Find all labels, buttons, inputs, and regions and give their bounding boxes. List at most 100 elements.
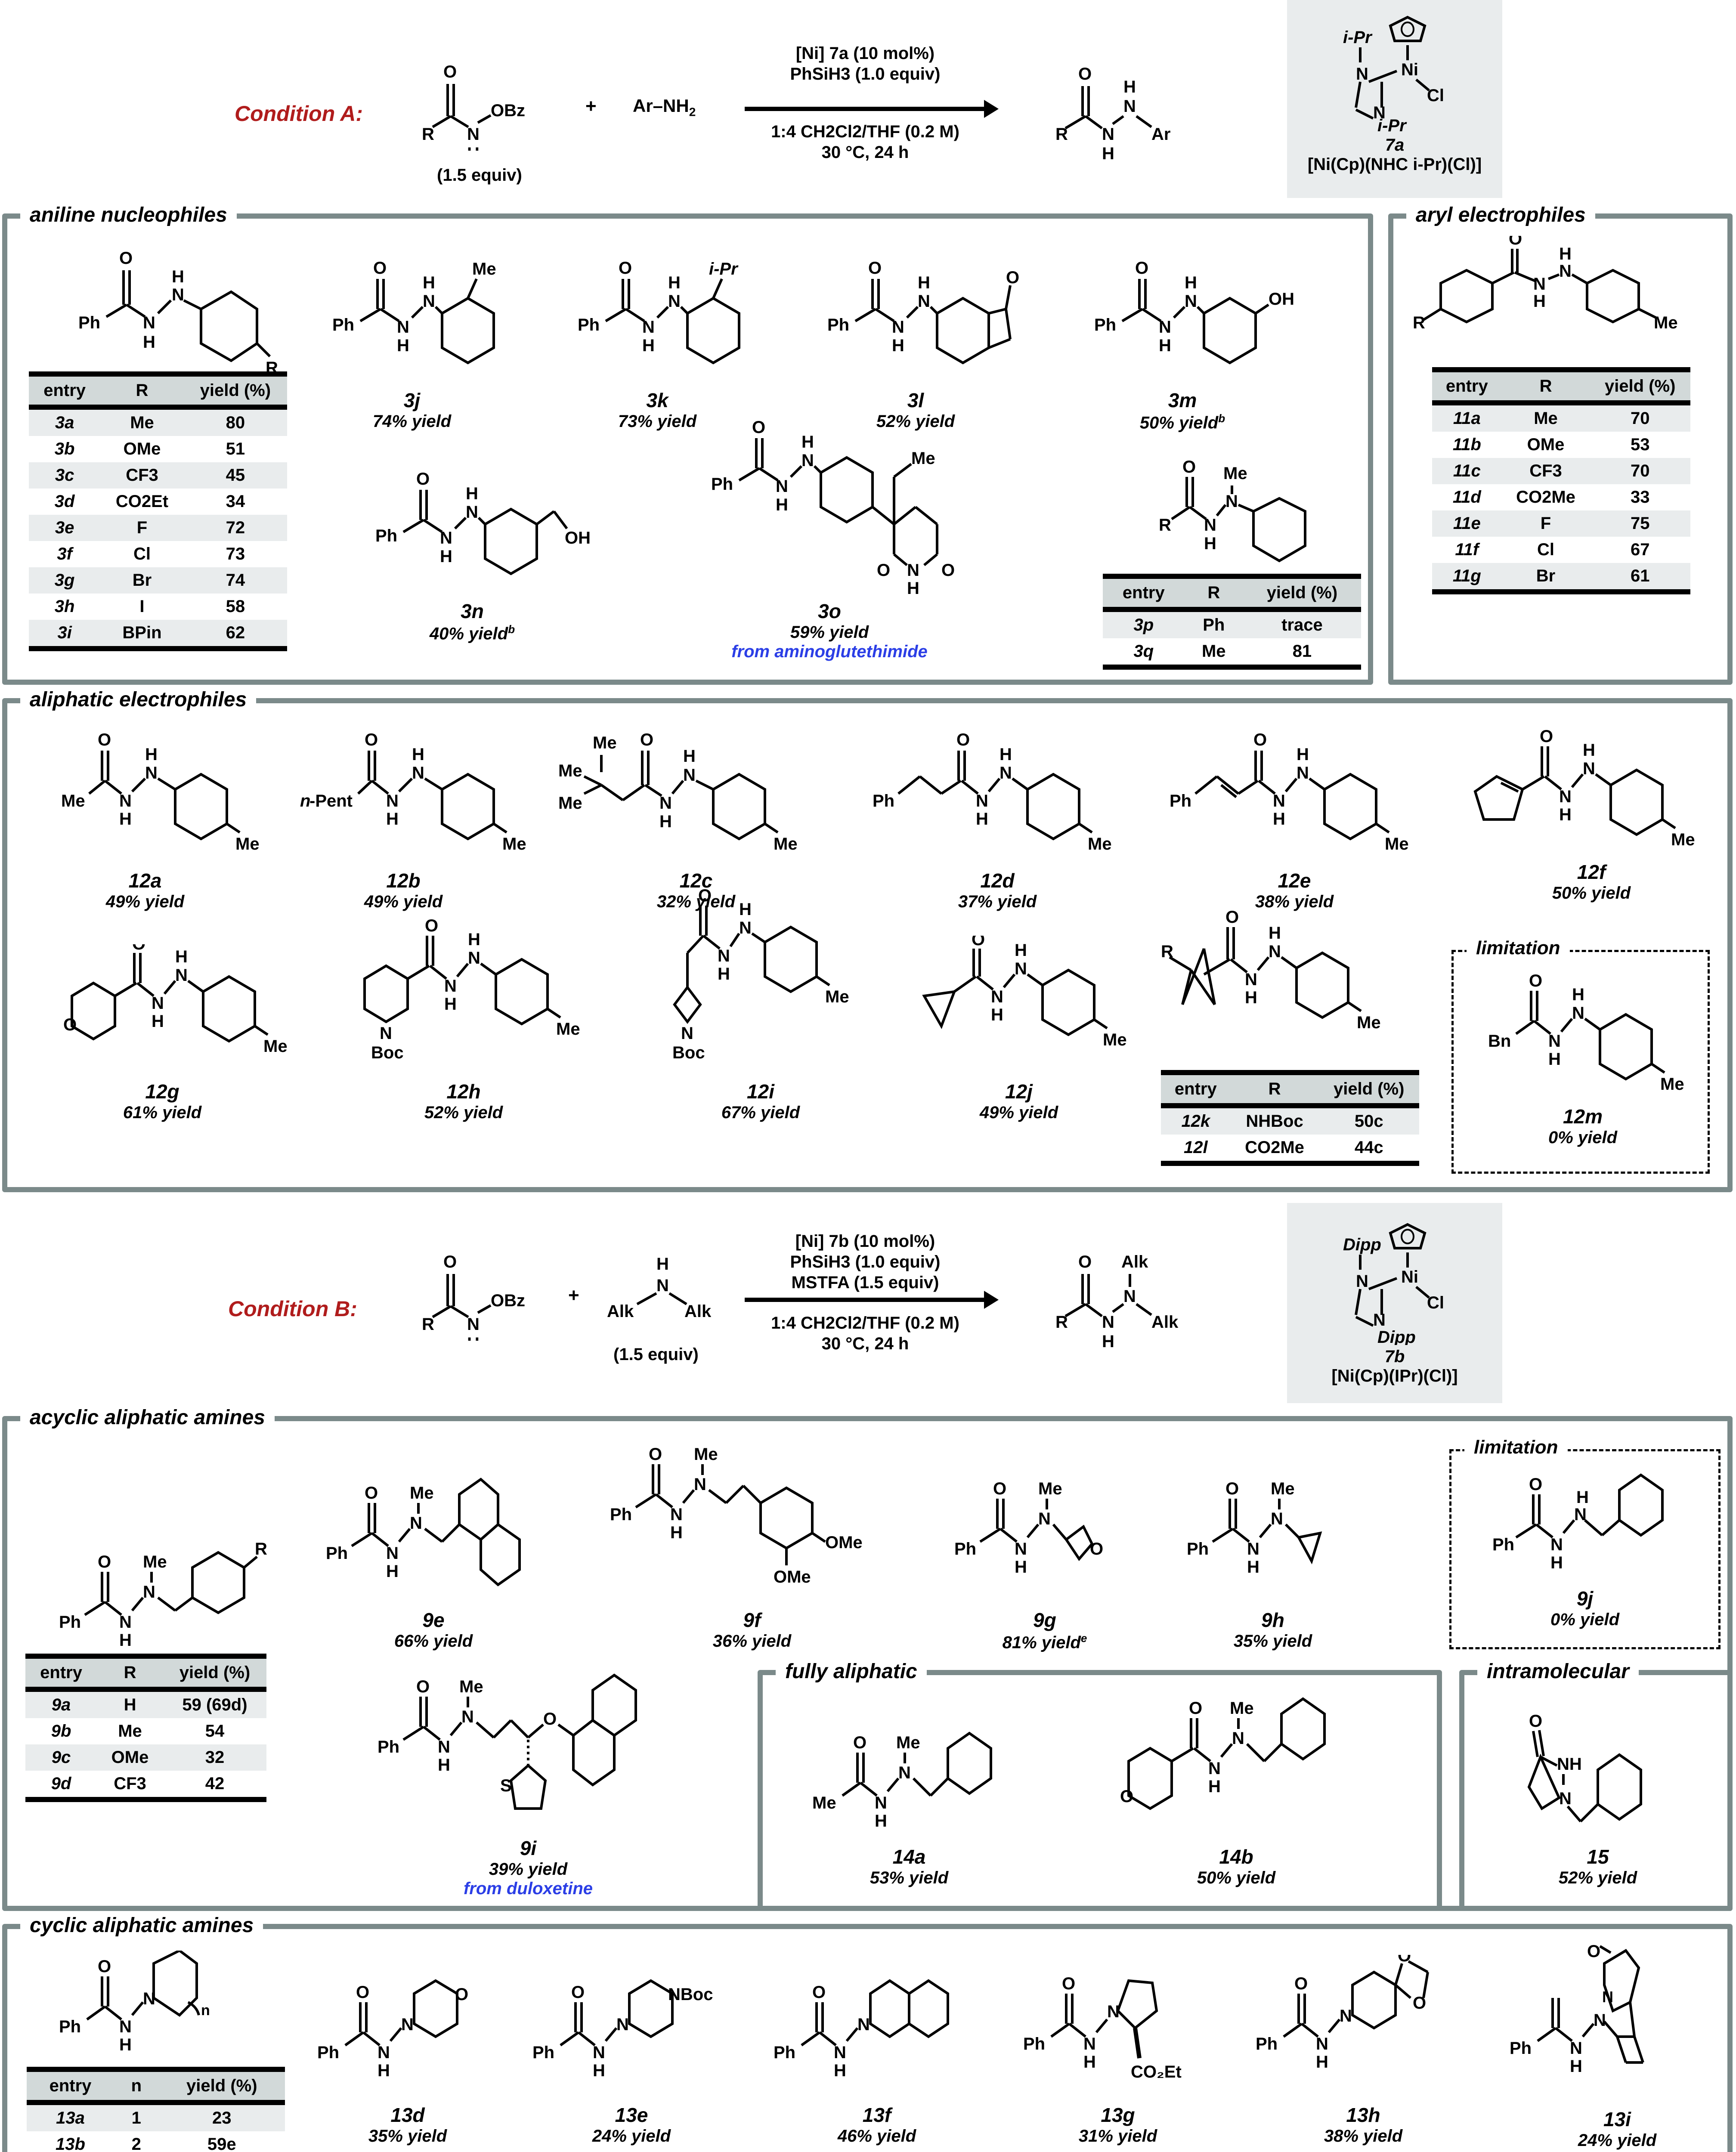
reactant1-equiv: (1.5 equiv): [437, 166, 522, 185]
svg-text:Me: Me: [1038, 1479, 1062, 1498]
svg-text:N: N: [397, 318, 409, 337]
svg-text:O: O: [416, 1677, 430, 1696]
drug-source-note: from cytisine: [1501, 2150, 1733, 2152]
svg-text:O: O: [543, 1710, 557, 1728]
compound-id: 12i: [747, 1080, 774, 1103]
svg-text:O: O: [956, 730, 970, 749]
silane-reagent: PhSiH3 (1.0 equiv): [790, 1252, 941, 1271]
compound-id: 12j: [1005, 1080, 1033, 1103]
svg-text:O: O: [1509, 236, 1522, 248]
svg-text:O: O: [356, 1983, 369, 2002]
compound-id: 12m: [1563, 1105, 1603, 1128]
svg-text:O: O: [853, 1733, 866, 1752]
compound-yield: 49% yield: [979, 1103, 1058, 1122]
col-entry: entry: [1432, 367, 1502, 405]
svg-text:N: N: [1316, 2035, 1328, 2053]
svg-text:O: O: [425, 916, 438, 935]
svg-text:N: N: [119, 1613, 132, 1632]
catalyst-7a-formula: [Ni(Cp)(NHC i-Pr)(Cl)]: [1307, 155, 1482, 174]
svg-text:O: O: [1090, 1540, 1103, 1558]
svg-text:Ph: Ph: [1094, 315, 1116, 334]
svg-text:Ph: Ph: [78, 313, 100, 332]
svg-text:N: N: [1038, 1509, 1051, 1528]
svg-text:Ni: Ni: [1401, 1268, 1418, 1286]
svg-text:Me: Me: [1385, 835, 1409, 853]
svg-text:Ph: Ph: [774, 2043, 795, 2062]
svg-text:H: H: [1570, 2057, 1582, 2076]
compound-id: 12f: [1577, 861, 1606, 883]
svg-text:O: O: [1413, 1994, 1426, 2013]
compound-id: 12c: [679, 869, 713, 892]
svg-text:N: N: [1340, 2007, 1352, 2025]
svg-text:H: H: [1572, 985, 1584, 1004]
svg-text:H: H: [892, 336, 904, 355]
svg-text:Cl: Cl: [1427, 86, 1444, 105]
svg-text:N: N: [119, 792, 132, 810]
svg-text:Ni: Ni: [1401, 60, 1418, 79]
panel-title: fully aliphatic: [776, 1660, 927, 1683]
compound-id: 3j: [403, 389, 421, 411]
svg-text:N: N: [1247, 1540, 1259, 1558]
svg-text:O: O: [98, 1957, 111, 1976]
catalyst-loading: [Ni] 7a (10 mol%): [795, 44, 935, 63]
svg-text:H: H: [1533, 292, 1546, 311]
svg-text:H: H: [668, 273, 681, 292]
compound-id: 3n: [461, 600, 484, 622]
solvent: 1:4 CH2Cl2/THF (0.2 M): [771, 1314, 959, 1333]
svg-text:O: O: [877, 561, 890, 580]
col-yield: yield (%): [1318, 1070, 1419, 1108]
svg-text:Dipp: Dipp: [1343, 1235, 1381, 1254]
svg-text:N: N: [1297, 764, 1309, 782]
svg-text:H: H: [412, 745, 424, 764]
compound-yield: 24% yield: [592, 2127, 671, 2146]
svg-text:N: N: [440, 529, 452, 547]
panel-title: aniline nucleophiles: [20, 203, 237, 227]
condition-a-label: Condition A:: [235, 102, 363, 126]
svg-text:N: N: [145, 764, 158, 782]
svg-text:H: H: [776, 495, 788, 514]
compound-id: 9h: [1261, 1609, 1284, 1631]
svg-text:N: N: [694, 1475, 706, 1494]
svg-text:H: H: [440, 547, 452, 566]
svg-text:N: N: [1602, 1988, 1613, 2006]
compound-id: 9i: [520, 1837, 537, 1859]
svg-text:H: H: [1015, 941, 1027, 960]
svg-text:Ph: Ph: [317, 2043, 339, 2062]
svg-text:N: N: [1185, 292, 1197, 311]
svg-text:N: N: [683, 766, 696, 785]
svg-text:H: H: [467, 1334, 480, 1341]
catalyst-loading: [Ni] 7b (10 mol%): [795, 1232, 935, 1251]
svg-text:N: N: [1269, 942, 1281, 961]
compound-id: 9f: [743, 1609, 761, 1631]
svg-text:Me: Me: [235, 835, 260, 853]
panel-title: cyclic aliphatic amines: [20, 1914, 263, 1937]
svg-text:O: O: [1135, 259, 1148, 278]
svg-text:O: O: [365, 730, 378, 749]
svg-text:N: N: [670, 1505, 683, 1524]
svg-text:H: H: [801, 433, 814, 451]
svg-text:N: N: [423, 292, 435, 311]
compound-yield: 66% yield: [394, 1632, 473, 1651]
svg-text:R: R: [1161, 942, 1173, 961]
svg-text:H: H: [423, 273, 435, 292]
